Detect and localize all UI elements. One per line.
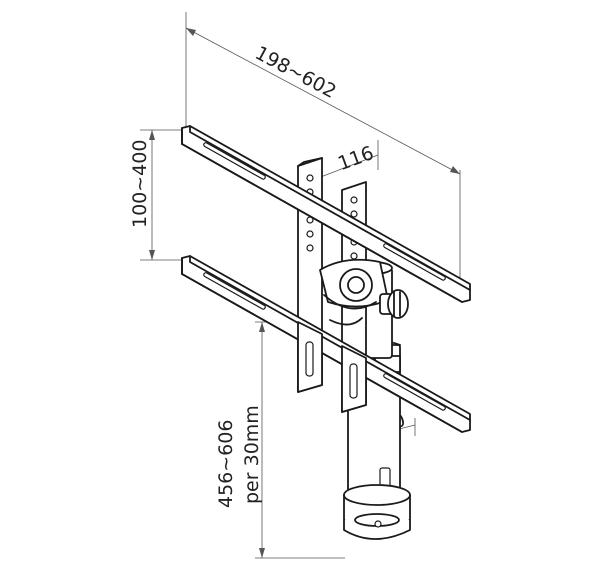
height-range-label: 100~400: [129, 140, 151, 228]
dimension-lines: [140, 12, 461, 559]
base-clamp: [343, 484, 411, 540]
bracket-front-overlap: [297, 321, 367, 413]
bottom-rail: [181, 255, 471, 433]
width-range-label: 198~602: [251, 42, 339, 103]
tilt-joint: [319, 258, 389, 326]
adjustment-knob: [379, 289, 409, 319]
rail-spacing-label: 116: [335, 142, 377, 175]
top-rail: [181, 125, 471, 303]
pole-height-label: 456~606: [215, 420, 237, 508]
pole-step-label: per 30mm: [241, 405, 263, 504]
